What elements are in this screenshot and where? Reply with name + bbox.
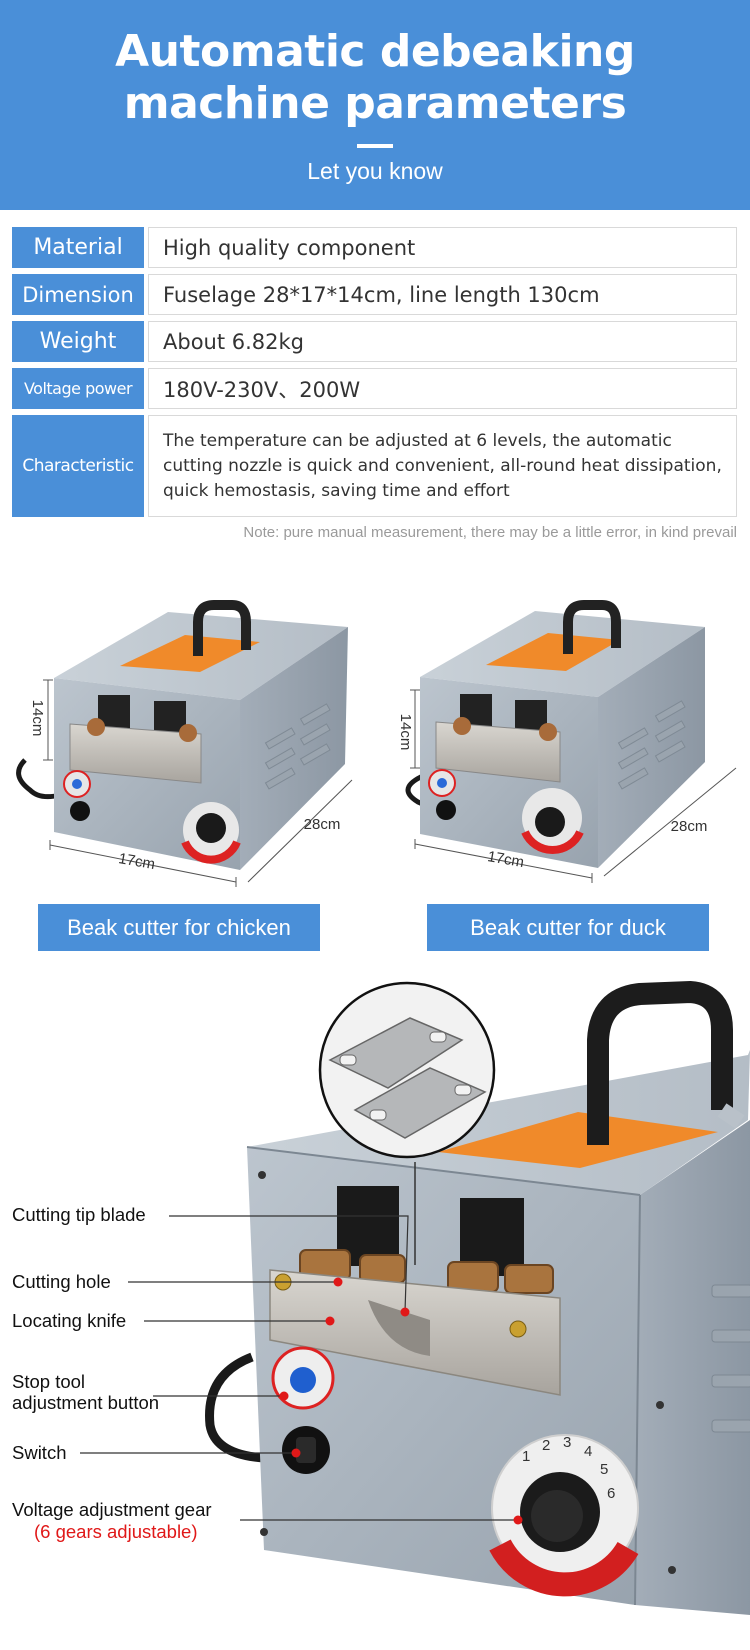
param-label: Material <box>12 227 144 268</box>
param-row-voltage: Voltage power 180V-230V、200W <box>12 368 737 409</box>
param-row-characteristic: Characteristic The temperature can be ad… <box>12 415 737 517</box>
param-row-weight: Weight About 6.82kg <box>12 321 737 362</box>
blade-zoom-inset <box>318 981 496 1265</box>
duck-dim-depth: 28cm <box>671 818 708 835</box>
chicken-caption: Beak cutter for chicken <box>38 904 320 951</box>
dial-number: 5 <box>600 1461 608 1478</box>
page-title: Automatic debeaking machine parameters <box>0 26 750 130</box>
callout-stop-tool: Stop tool adjustment button <box>12 1371 159 1413</box>
dial-number: 1 <box>522 1448 530 1465</box>
chicken-dim-height: 14cm <box>29 700 46 737</box>
duck-caption: Beak cutter for duck <box>427 904 709 951</box>
param-value: The temperature can be adjusted at 6 lev… <box>148 415 737 517</box>
param-value: About 6.82kg <box>148 321 737 362</box>
page-subtitle: Let you know <box>307 158 443 184</box>
param-row-dimension: Dimension Fuselage 28*17*14cm, line leng… <box>12 274 737 315</box>
dial-number: 4 <box>584 1443 592 1460</box>
duck-dim-width: 17cm <box>486 848 525 871</box>
gear-dial-numbers: 1 2 3 4 5 6 <box>522 1434 615 1502</box>
callout-stop-tool-line1: Stop tool <box>12 1371 86 1392</box>
callout-voltage-gear-note: (6 gears adjustable) <box>34 1521 198 1542</box>
callout-cutting-tip-blade: Cutting tip blade <box>12 1204 146 1225</box>
callout-voltage-gear: Voltage adjustment gear <box>12 1499 212 1520</box>
parameter-table: Material High quality component Dimensio… <box>12 227 737 523</box>
param-label: Dimension <box>12 274 144 315</box>
measurement-note: Note: pure manual measurement, there may… <box>243 524 737 541</box>
duck-dim-height: 14cm <box>397 714 414 751</box>
dial-number: 3 <box>563 1434 571 1451</box>
title-line-2: machine parameters <box>123 78 627 129</box>
chicken-dim-depth: 28cm <box>304 816 341 833</box>
param-row-material: Material High quality component <box>12 227 737 268</box>
title-divider <box>357 144 393 148</box>
detail-machine-image <box>205 980 750 1615</box>
param-label: Voltage power <box>12 368 144 409</box>
title-line-1: Automatic debeaking <box>115 26 635 77</box>
callout-switch: Switch <box>12 1442 67 1463</box>
duck-machine-image <box>405 600 737 883</box>
param-value: 180V-230V、200W <box>148 368 737 409</box>
callout-leader-lines <box>80 1215 518 1521</box>
callout-stop-tool-line2: adjustment button <box>12 1392 160 1413</box>
dial-number: 2 <box>542 1437 550 1454</box>
chicken-machine-image <box>16 600 353 887</box>
chicken-dim-width: 17cm <box>117 850 156 873</box>
callout-locating-knife: Locating knife <box>12 1310 127 1331</box>
param-value: High quality component <box>148 227 737 268</box>
callout-cutting-hole: Cutting hole <box>12 1271 111 1292</box>
param-label: Characteristic <box>12 415 144 517</box>
header-banner: Automatic debeaking machine parameters L… <box>0 0 750 210</box>
callout-dots <box>279 1277 523 1525</box>
param-value: Fuselage 28*17*14cm, line length 130cm <box>148 274 737 315</box>
dial-number: 6 <box>607 1485 615 1502</box>
param-label: Weight <box>12 321 144 362</box>
